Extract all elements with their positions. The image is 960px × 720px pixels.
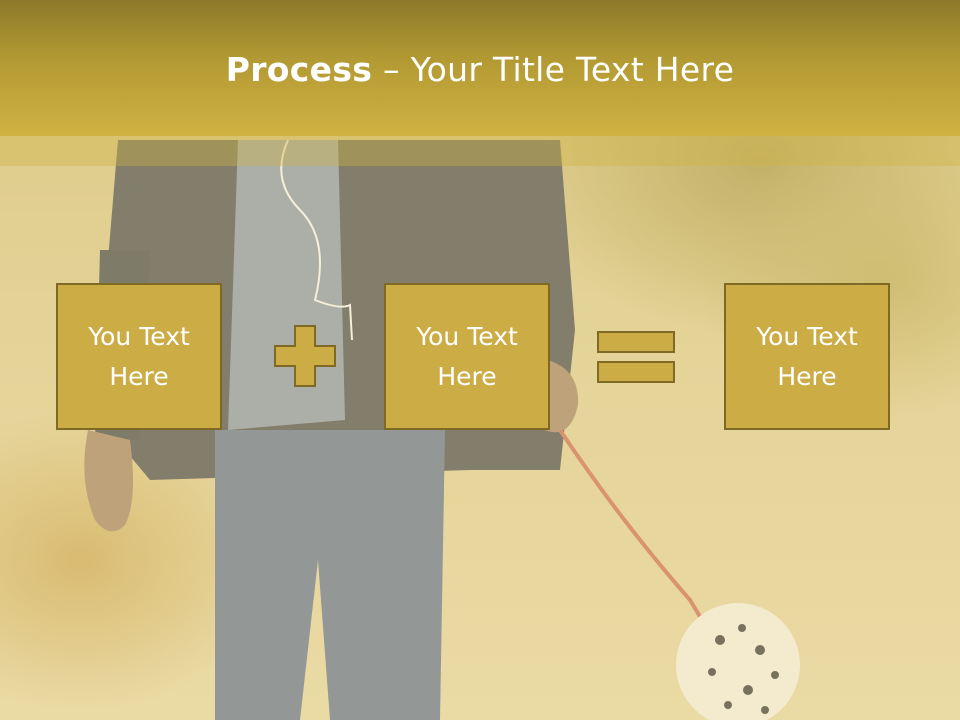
equals-icon (597, 331, 675, 383)
process-box-1-text: You Text Here (88, 321, 190, 391)
process-box-2-text: You Text Here (416, 321, 518, 391)
slide-title: Process – Your Title Text Here (0, 50, 960, 89)
title-rest: – Your Title Text Here (372, 50, 735, 89)
process-box-2[interactable]: You Text Here (384, 283, 550, 430)
process-box-1[interactable]: You Text Here (56, 283, 222, 430)
title-bold: Process (225, 50, 373, 89)
process-box-3-text: You Text Here (756, 321, 858, 391)
process-box-3[interactable]: You Text Here (724, 283, 890, 430)
title-band (0, 136, 960, 166)
title-bar (0, 0, 960, 136)
plus-icon (274, 325, 336, 387)
